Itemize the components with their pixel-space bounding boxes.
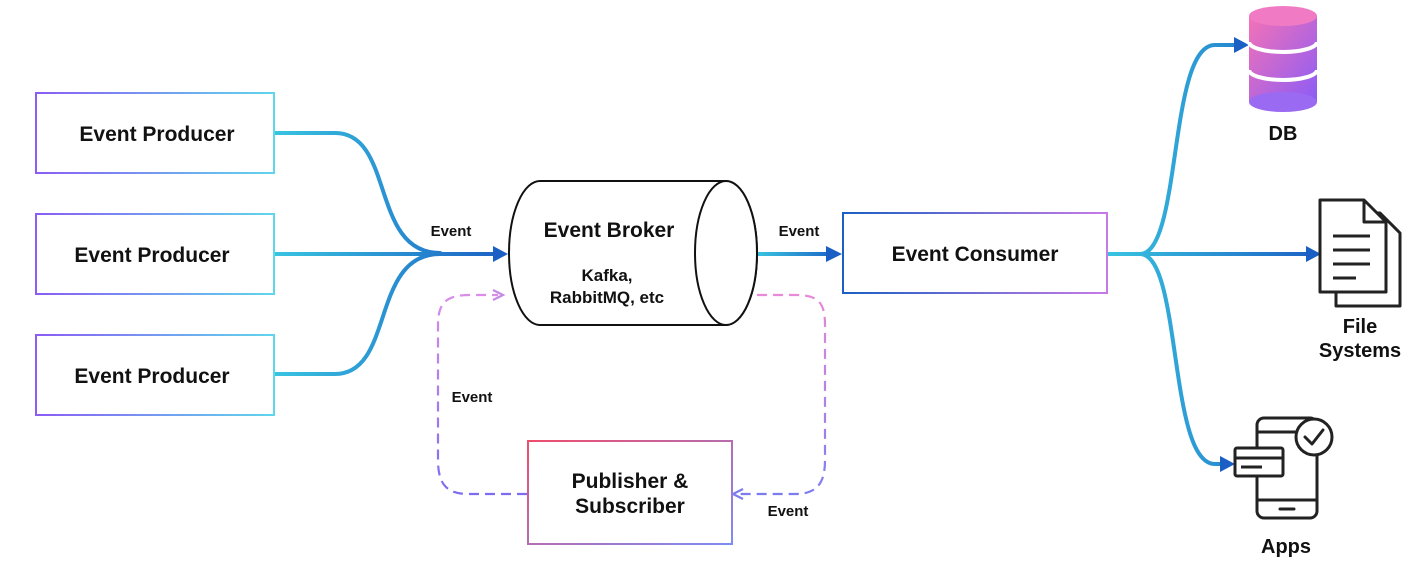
dashed-flow-pubsub-to-broker — [436, 293, 527, 496]
file-systems-label-line1: File — [1343, 316, 1377, 338]
dashed-arrowhead-into-broker — [492, 289, 506, 301]
event-producer-box: Event Producer — [35, 213, 275, 295]
edge-label-broker-to-consumer: Event — [779, 223, 820, 240]
event-producer-label: Event Producer — [79, 123, 234, 146]
event-producer-box: Event Producer — [35, 334, 275, 416]
publisher-subscriber-line1: Publisher & — [572, 470, 689, 493]
event-broker-subtitle-line1: Kafka, — [581, 266, 632, 285]
arrowhead-into-db — [1234, 37, 1249, 53]
db-label: DB — [1269, 123, 1298, 145]
flow-to-db — [1106, 43, 1238, 256]
consumer-flows — [1106, 43, 1310, 466]
event-producer-label: Event Producer — [74, 365, 229, 388]
event-broker-title: Event Broker — [544, 219, 675, 242]
event-producer-label: Event Producer — [74, 244, 229, 267]
edge-label-pubsub-to-broker: Event — [452, 389, 493, 406]
arrowhead-into-apps — [1220, 456, 1235, 472]
arrowhead-into-consumer — [826, 246, 842, 262]
arrowhead-into-broker — [493, 246, 508, 262]
file-systems-label-line2: Systems — [1319, 340, 1401, 362]
database-icon — [1247, 6, 1319, 112]
event-broker-cylinder: Event Broker Kafka, RabbitMQ, etc — [508, 180, 758, 326]
flow-producer-3 — [273, 252, 442, 376]
event-consumer-box: Event Consumer — [842, 212, 1108, 294]
event-broker-subtitle-line2: RabbitMQ, etc — [550, 288, 664, 307]
dashed-flow-broker-to-pubsub — [737, 293, 827, 496]
file-systems-icon — [1318, 198, 1402, 308]
apps-label: Apps — [1261, 536, 1311, 558]
edge-label-broker-to-pubsub: Event — [768, 503, 809, 520]
producer-flows — [273, 131, 497, 376]
event-producer-box: Event Producer — [35, 92, 275, 174]
publisher-subscriber-line2: Subscriber — [575, 495, 685, 518]
event-consumer-label: Event Consumer — [892, 243, 1059, 266]
flow-to-apps — [1106, 252, 1224, 466]
edge-label-producers-to-broker: Event — [431, 223, 472, 240]
flow-producer-1 — [273, 131, 442, 255]
apps-icon — [1233, 416, 1334, 520]
publisher-subscriber-box: Publisher & Subscriber — [527, 440, 733, 545]
arrowhead-into-files — [1306, 246, 1321, 262]
